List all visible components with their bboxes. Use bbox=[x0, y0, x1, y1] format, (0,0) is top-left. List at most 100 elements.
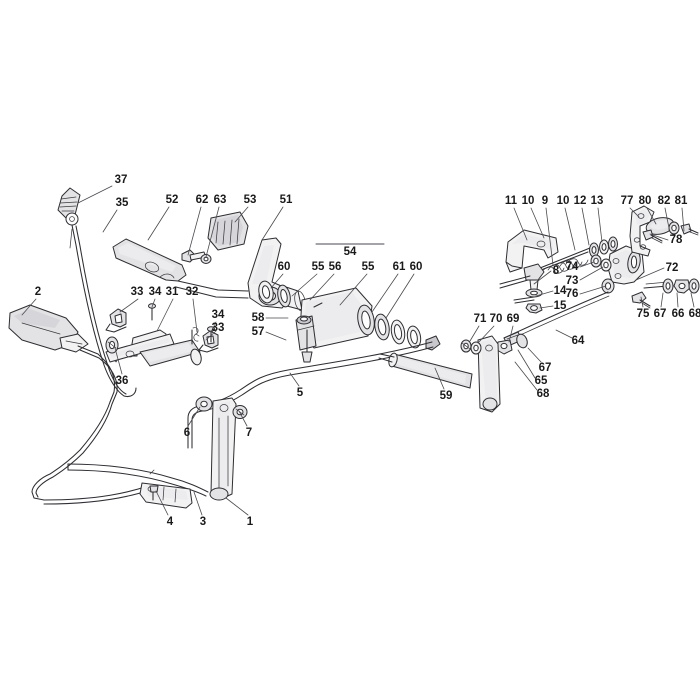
part-group-lower-plate bbox=[67, 396, 248, 509]
part-group-bracket-clips bbox=[105, 303, 219, 367]
callout-label-14: 14 bbox=[554, 285, 567, 297]
part-group-upper-rod bbox=[57, 187, 137, 398]
lower-bar bbox=[67, 463, 209, 497]
callout-leader-55 bbox=[339, 273, 368, 306]
callout-leader-37 bbox=[77, 185, 113, 204]
callout-leader-73 bbox=[579, 266, 604, 281]
callout-leader-76 bbox=[579, 285, 607, 295]
callout-label-71: 71 bbox=[474, 313, 487, 325]
callout-label-63: 63 bbox=[214, 194, 227, 206]
callout-leader-57 bbox=[265, 331, 287, 341]
callout-label-64: 64 bbox=[572, 335, 585, 347]
rod-64-main bbox=[485, 291, 610, 363]
callout-label-70: 70 bbox=[490, 313, 503, 325]
callout-leader-10 bbox=[564, 207, 576, 251]
callout-label-56: 56 bbox=[329, 261, 342, 273]
callout-leader-82 bbox=[664, 207, 670, 229]
callout-label-4: 4 bbox=[167, 516, 174, 528]
part-group-bushings bbox=[258, 280, 441, 363]
callout-label-5: 5 bbox=[297, 387, 304, 399]
callout-leader-60 bbox=[385, 273, 415, 319]
washer-61 bbox=[390, 319, 406, 345]
callout-leader-2 bbox=[21, 298, 37, 316]
callout-leader-15 bbox=[539, 305, 554, 309]
callout-leader-72 bbox=[635, 267, 665, 281]
callout-leader-14 bbox=[535, 290, 554, 297]
callout-leader-8 bbox=[533, 270, 552, 285]
bracket-77 bbox=[629, 205, 655, 257]
callout-label-35: 35 bbox=[116, 197, 129, 209]
callout-label-81: 81 bbox=[675, 195, 688, 207]
callout-label-67: 67 bbox=[539, 362, 552, 374]
washer-63 bbox=[200, 254, 212, 264]
callout-label-60: 60 bbox=[278, 261, 291, 273]
callout-leader-13 bbox=[597, 207, 603, 243]
callout-label-12: 12 bbox=[574, 195, 587, 207]
callout-leader-33 bbox=[205, 330, 217, 341]
callout-leader-68 bbox=[514, 361, 538, 391]
callout-leader-55 bbox=[291, 273, 318, 297]
callout-leader-66 bbox=[676, 292, 679, 308]
bolt-75 bbox=[631, 291, 651, 309]
callout-label-37: 37 bbox=[115, 174, 128, 186]
callout-leader-56 bbox=[309, 273, 335, 301]
callout-label-15: 15 bbox=[554, 300, 567, 312]
callout-label-78: 78 bbox=[670, 234, 683, 246]
callout-label-61: 61 bbox=[393, 261, 406, 273]
callout-label-65: 65 bbox=[535, 375, 548, 387]
callout-leader-80 bbox=[646, 207, 657, 225]
callout-leader-3 bbox=[193, 491, 203, 516]
callout-leader-67 bbox=[660, 292, 664, 308]
callout-leader-70 bbox=[477, 325, 495, 344]
callout-label-52: 52 bbox=[166, 194, 179, 206]
bolt-78 bbox=[642, 229, 663, 244]
callout-leaders bbox=[21, 185, 695, 516]
callout-label-69: 69 bbox=[507, 313, 520, 325]
callout-label-62: 62 bbox=[196, 194, 209, 206]
callout-label-67: 67 bbox=[654, 308, 667, 320]
shaft-32 bbox=[139, 339, 202, 367]
callout-label-77: 77 bbox=[621, 195, 634, 207]
callout-label-33: 33 bbox=[131, 286, 144, 298]
callout-leader-36 bbox=[114, 347, 123, 375]
callout-label-57: 57 bbox=[252, 326, 265, 338]
callout-leader-64 bbox=[555, 329, 573, 339]
callout-leader-78 bbox=[649, 233, 669, 241]
callout-leader-61 bbox=[371, 273, 399, 313]
callout-label-66: 66 bbox=[672, 308, 685, 320]
callout-label-2: 2 bbox=[35, 286, 41, 298]
callout-leader-6 bbox=[187, 406, 201, 427]
grip-52 bbox=[112, 238, 187, 282]
callout-leader-31 bbox=[156, 298, 174, 332]
callout-label-51: 51 bbox=[280, 194, 293, 206]
callout-leader-68 bbox=[690, 292, 695, 308]
callout-label-7: 7 bbox=[246, 427, 252, 439]
callout-label-82: 82 bbox=[658, 195, 671, 207]
callout-label-36: 36 bbox=[116, 375, 129, 387]
part-group-small-bracket bbox=[629, 205, 699, 257]
callout-leader-12 bbox=[581, 207, 590, 246]
plate-69 bbox=[477, 335, 501, 413]
clip-33-left bbox=[105, 308, 127, 333]
callout-label-74: 74 bbox=[566, 261, 579, 273]
callout-leader-69 bbox=[508, 325, 514, 343]
washer-60-right bbox=[406, 325, 422, 349]
washer-60-left bbox=[258, 280, 274, 304]
nut-15 bbox=[525, 303, 543, 314]
pad-53 bbox=[207, 211, 249, 251]
callout-label-60: 60 bbox=[410, 261, 423, 273]
washer-14 bbox=[513, 288, 543, 304]
spring-9 bbox=[539, 247, 591, 274]
callout-label-31: 31 bbox=[166, 286, 179, 298]
callout-label-34: 34 bbox=[212, 309, 225, 321]
callout-label-3: 3 bbox=[200, 516, 206, 528]
callout-label-75: 75 bbox=[637, 308, 650, 320]
callout-leader-77 bbox=[629, 207, 640, 218]
housing-56 bbox=[295, 287, 375, 351]
callout-leader-67 bbox=[527, 347, 542, 363]
callout-leader-1 bbox=[225, 497, 249, 516]
callout-leader-74 bbox=[579, 261, 595, 268]
callout-label-59: 59 bbox=[440, 390, 453, 402]
